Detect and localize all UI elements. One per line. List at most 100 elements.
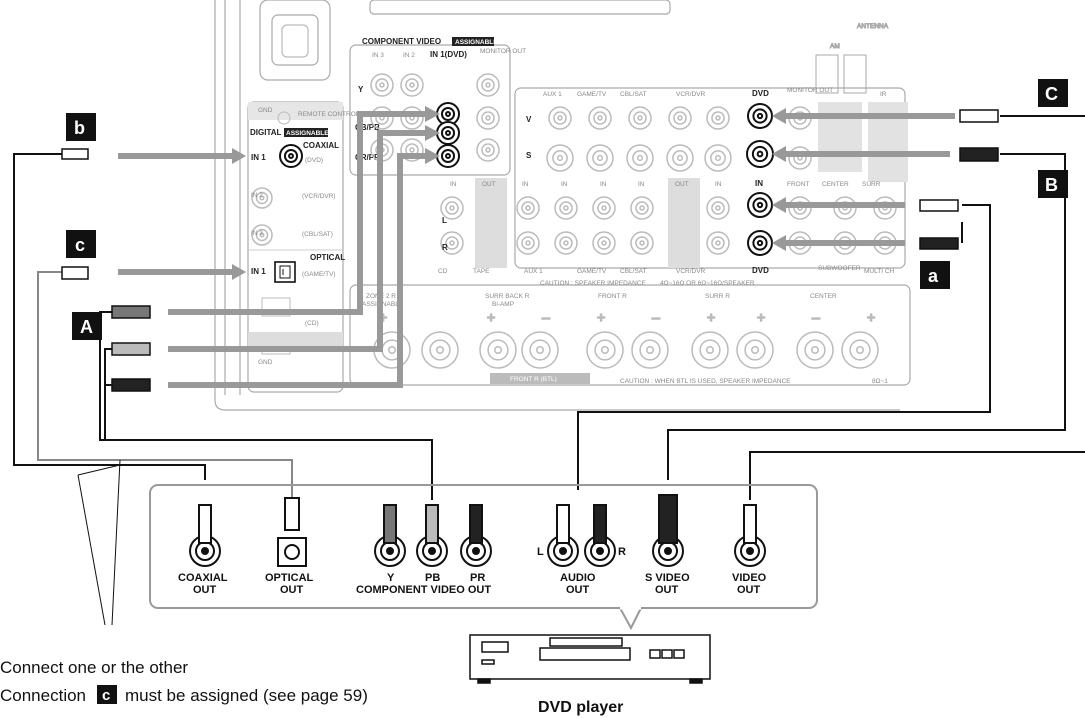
svg-text:S: S	[526, 151, 532, 160]
speaker-terminal	[737, 332, 773, 368]
dvd-svideo-in-jack	[747, 141, 773, 167]
svg-text:R: R	[618, 546, 626, 558]
svg-text:FRONT R: FRONT R	[598, 293, 627, 300]
svg-text:IN: IN	[638, 181, 645, 188]
svg-text:(GAME/TV): (GAME/TV)	[302, 271, 336, 278]
svg-text:DVD: DVD	[752, 266, 769, 275]
pr-out-jack	[461, 505, 491, 566]
svg-text:VCR/DVR: VCR/DVR	[676, 268, 706, 275]
svg-text:SURR BACK R: SURR BACK R	[485, 293, 530, 300]
audio-row: IN OUT IN IN IN IN OUT IN IN FRONT CENTE…	[438, 178, 895, 275]
antenna-block: ANTENNA AM	[816, 23, 889, 93]
svg-text:REMOTE CONTROL: REMOTE CONTROL	[298, 111, 360, 118]
svg-text:MONITOR OUT: MONITOR OUT	[480, 48, 526, 55]
speaker-terminals: ++–+–++–+	[374, 309, 878, 368]
svg-text:GND: GND	[258, 107, 273, 114]
dvd-audio-r-jack	[748, 231, 772, 255]
rca-jack	[477, 107, 499, 129]
svg-text:OUT: OUT	[280, 584, 304, 596]
svg-text:IN 3: IN 3	[372, 52, 384, 59]
svg-text:4Ω~16Ω OR 6Ω~16Ω/SPEAKER: 4Ω~16Ω OR 6Ω~16Ω/SPEAKER	[660, 280, 755, 287]
speaker-terminal	[692, 332, 728, 368]
svg-text:IN: IN	[755, 179, 763, 188]
svg-text:FRONT R (BTL): FRONT R (BTL)	[510, 376, 557, 383]
s-video-jack	[667, 145, 693, 171]
svg-text:OUT: OUT	[655, 584, 679, 596]
tag-A: A	[72, 312, 102, 340]
rca-jack	[593, 232, 615, 254]
speaker-terminal	[480, 332, 516, 368]
svg-text:S VIDEO: S VIDEO	[645, 572, 690, 584]
svg-text:CBL/SAT: CBL/SAT	[620, 91, 647, 98]
svg-text:CENTER: CENTER	[810, 293, 837, 300]
svg-text:IN 3: IN 3	[251, 230, 263, 237]
tag-b: b	[66, 113, 96, 141]
svg-text:IN 1: IN 1	[251, 267, 266, 276]
s-video-jack	[627, 145, 653, 171]
svg-text:COAXIAL: COAXIAL	[178, 572, 228, 584]
svideo-out-jack	[653, 495, 683, 566]
svg-text:Bi-AMP: Bi-AMP	[492, 301, 514, 308]
y-out-jack	[375, 505, 405, 566]
svg-text:SURR R: SURR R	[705, 293, 730, 300]
svg-text:SURR: SURR	[862, 181, 881, 188]
rca-jack	[549, 107, 571, 129]
svg-text:COAXIAL: COAXIAL	[303, 141, 339, 150]
coaxial-out-jack	[190, 505, 220, 566]
svg-text:CAUTION : SPEAKER IMPEDANCE: CAUTION : SPEAKER IMPEDANCE	[540, 280, 646, 287]
svg-text:IN: IN	[522, 181, 529, 188]
video-row: AUX 1 GAME/TV CBL/SAT VCR/DVR DVD MONITO…	[526, 87, 908, 182]
component-in1-jack	[437, 122, 459, 144]
svg-text:COMPONENT VIDEO: COMPONENT VIDEO	[362, 37, 441, 46]
svg-text:CENTER: CENTER	[822, 181, 849, 188]
audio-l-out-jack	[548, 505, 578, 566]
svg-text:A: A	[80, 317, 93, 337]
svg-text:AM: AM	[830, 43, 840, 50]
receiver-jacks	[252, 74, 901, 254]
svg-text:+: +	[487, 309, 495, 325]
svg-text:B: B	[1045, 175, 1058, 195]
svg-text:CBL/SAT: CBL/SAT	[620, 268, 647, 275]
device-label: DVD player	[538, 699, 623, 716]
tag-B: B	[1038, 170, 1068, 198]
rca-jack	[517, 232, 539, 254]
svg-text:GND: GND	[258, 359, 273, 366]
svg-text:(CBL/SAT): (CBL/SAT)	[302, 231, 333, 238]
svg-text:OUT: OUT	[482, 181, 496, 188]
svg-text:COMPONENT VIDEO OUT: COMPONENT VIDEO OUT	[356, 584, 491, 596]
rca-jack	[707, 232, 729, 254]
svg-text:Y: Y	[387, 572, 395, 584]
rca-jack	[477, 74, 499, 96]
tag-a: a	[920, 261, 950, 289]
svg-text:IN 2: IN 2	[251, 192, 263, 199]
video-out-jack	[735, 505, 765, 566]
svg-text:L: L	[442, 216, 447, 225]
svg-text:a: a	[928, 266, 939, 286]
rca-jack	[371, 107, 393, 129]
svg-text:8Ω~1: 8Ω~1	[872, 378, 888, 385]
note-2-pre: Connection	[0, 686, 86, 705]
svg-text:IN: IN	[450, 181, 457, 188]
svg-text:–: –	[652, 309, 660, 325]
svg-text:IN 1(DVD): IN 1(DVD)	[430, 50, 467, 59]
component-in1-jack	[437, 145, 459, 167]
svg-text:b: b	[74, 118, 85, 138]
speaker-terminal	[797, 332, 833, 368]
svg-text:GAME/TV: GAME/TV	[577, 91, 607, 98]
speaker-terminal	[522, 332, 558, 368]
audio-r-out-jack	[585, 505, 615, 566]
svg-text:SUBWOOFER: SUBWOOFER	[818, 265, 861, 272]
svg-text:OUT: OUT	[566, 584, 590, 596]
rca-jack	[401, 107, 423, 129]
rca-jack	[593, 197, 615, 219]
svg-text:C: C	[1045, 84, 1058, 104]
svg-text:DIGITAL: DIGITAL	[250, 128, 282, 137]
rca-jack	[589, 107, 611, 129]
svg-text:–: –	[542, 309, 550, 325]
svg-text:IN 1: IN 1	[251, 153, 266, 162]
rca-jack	[789, 147, 811, 169]
svg-text:OPTICAL: OPTICAL	[265, 572, 314, 584]
note-2-post: must be assigned (see page 59)	[125, 686, 368, 705]
dvd-player-icon	[470, 635, 710, 683]
tag-c: c	[66, 230, 96, 258]
